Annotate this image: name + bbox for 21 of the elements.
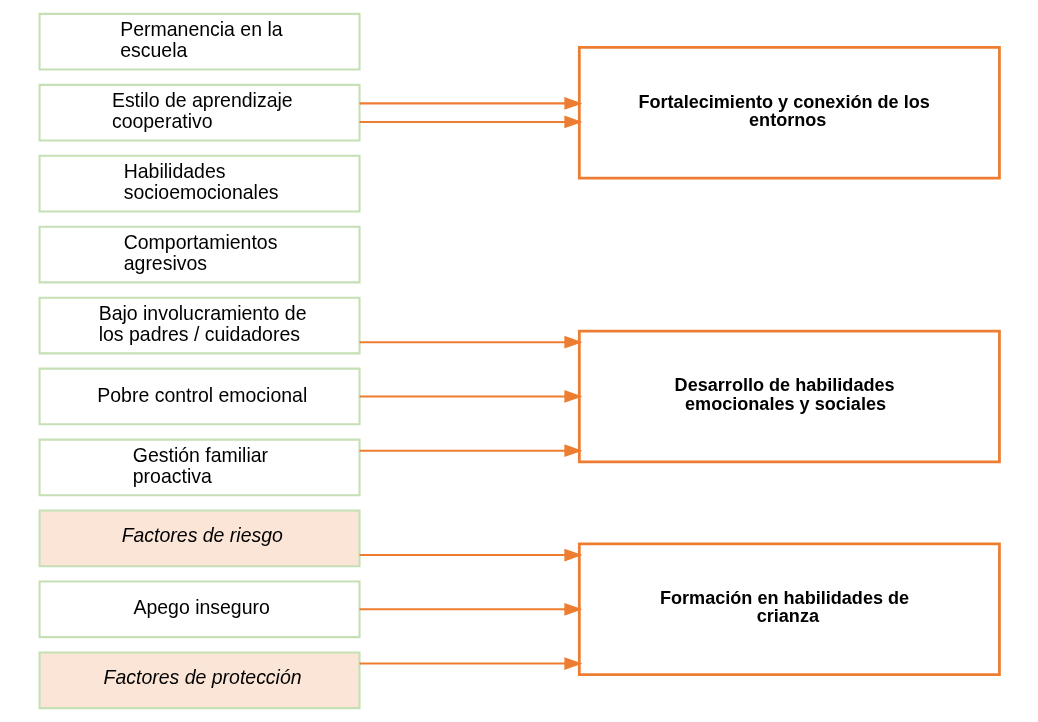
arrow xyxy=(359,548,582,562)
arrow xyxy=(359,115,582,129)
node-box: Comportamientos agresivos xyxy=(38,225,361,284)
node-box: Factores de protección xyxy=(38,651,361,710)
arrow xyxy=(359,97,582,110)
node-box: Estilo de aprendizaje cooperativo xyxy=(38,83,361,142)
arrow xyxy=(359,444,582,458)
arrow xyxy=(359,390,582,403)
node-box: Pobre control emocional xyxy=(38,367,361,426)
node-box: Apego inseguro xyxy=(38,580,361,639)
node-box: Permanencia en la escuela xyxy=(38,12,361,71)
arrow xyxy=(359,657,582,670)
node-box: Desarrollo de habilidades emocionales y sociales xyxy=(577,329,1001,464)
node-box: Formación en habilidades de crianza xyxy=(577,542,1001,677)
node-box: Fortalecimiento y conexión de los entornos xyxy=(577,45,1001,180)
arrow xyxy=(359,335,582,349)
node-box: Gestión familiar proactiva xyxy=(38,438,361,497)
node-box: Bajo involucramiento de los padres / cuidadores xyxy=(38,296,361,355)
arrow xyxy=(359,602,582,616)
node-box: Habilidades socioemocionales xyxy=(38,154,361,213)
node-box: Factores de riesgo xyxy=(38,509,361,568)
